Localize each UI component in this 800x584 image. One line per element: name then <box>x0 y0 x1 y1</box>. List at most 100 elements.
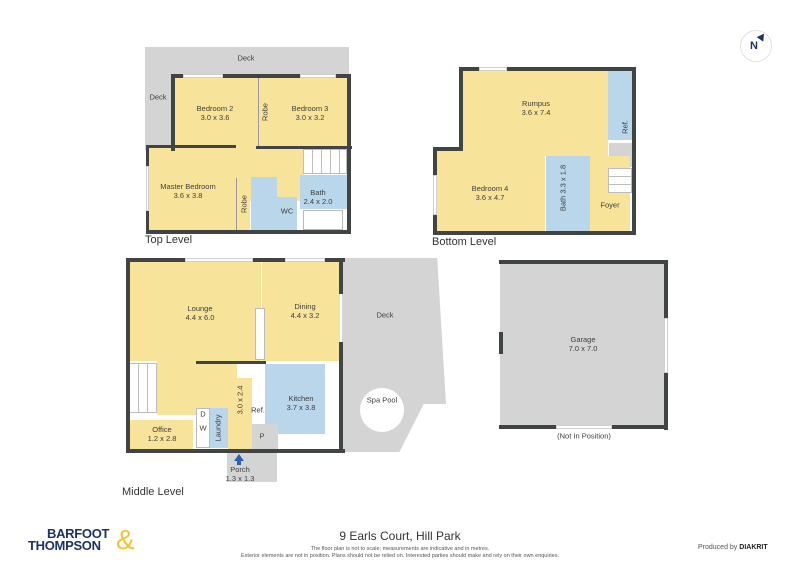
middle-stair-well <box>255 308 265 360</box>
compass: N <box>740 30 772 62</box>
north-label: N <box>750 40 758 52</box>
wall <box>433 231 636 235</box>
bottom-stairs <box>608 168 632 193</box>
top-deck-label: Deck <box>237 53 255 63</box>
top-bathtub <box>303 210 343 230</box>
disclaimer-2: Exterior elements are not in position. P… <box>241 553 559 559</box>
wall <box>433 147 461 151</box>
produced-by-brand: DIAKRIT <box>739 544 768 551</box>
garage-note: (Not In Position) <box>557 431 611 441</box>
produced-by: Produced by DIAKRIT <box>698 544 768 551</box>
bottom-bath-label: Bath 3.3 x 1.8 <box>558 164 568 212</box>
dryer-label: D <box>200 409 206 419</box>
logo-ampersand: & <box>116 524 135 555</box>
laundry-label: Laundry <box>213 414 223 442</box>
top-deck-left-label: Deck <box>149 92 167 102</box>
entry-arrow-stem <box>237 460 241 465</box>
wall <box>632 67 636 235</box>
spa-pool-label: Spa Pool <box>366 395 398 405</box>
wall <box>126 258 130 452</box>
bedroom-3 <box>272 76 348 149</box>
window <box>300 74 336 78</box>
bottom-level-title: Bottom Level <box>432 236 497 248</box>
entry-arrow-icon <box>234 454 244 461</box>
pantry <box>252 424 278 450</box>
wall <box>146 145 236 148</box>
wall <box>459 67 463 151</box>
wall <box>171 74 175 151</box>
bottom-kitchenette <box>608 70 632 140</box>
robe-top-1-label: Robe <box>260 103 270 121</box>
dining <box>262 261 340 361</box>
logo-line-2: THOMPSON <box>28 538 101 553</box>
wall <box>196 361 266 364</box>
top-bath <box>300 175 347 209</box>
robe-top-2-label: Robe <box>239 195 249 213</box>
foyer-label: Foyer <box>600 200 620 210</box>
wall <box>171 74 351 78</box>
spa-pool <box>360 388 404 432</box>
wall <box>499 332 503 354</box>
master-bedroom <box>148 146 236 231</box>
wall <box>499 260 668 264</box>
robe-top-2 <box>236 178 250 231</box>
wall <box>347 74 351 234</box>
middle-stairs <box>129 363 157 413</box>
wall <box>339 258 343 294</box>
bedroom-2 <box>173 76 258 149</box>
lounge <box>129 261 261 361</box>
window <box>146 166 149 211</box>
brand-logo: BARFOOT THOMPSON & <box>28 524 143 556</box>
window <box>183 74 223 78</box>
top-wc-label: WC <box>280 206 294 216</box>
top-level-title: Top Level <box>145 234 193 246</box>
top-stairs <box>303 149 347 174</box>
window <box>185 258 253 262</box>
window <box>479 67 507 71</box>
middle-deck-right <box>424 258 446 404</box>
laundry <box>210 408 228 448</box>
bottom-ref-label: Ref. <box>620 120 630 134</box>
window <box>664 318 668 373</box>
middle-foyer <box>228 426 252 450</box>
middle-hall-size: 3.0 x 2.4 <box>235 385 245 415</box>
wall <box>459 67 635 71</box>
robe-top-1 <box>258 76 272 149</box>
window <box>285 258 325 262</box>
kitchen <box>265 364 325 434</box>
wall <box>126 449 345 453</box>
top-ensuite-area <box>251 177 277 231</box>
logo-line-1: BARFOOT <box>47 526 110 541</box>
rumpus <box>461 70 608 156</box>
window <box>433 175 437 215</box>
wall <box>146 230 351 234</box>
wall <box>256 146 352 149</box>
kitchen-ref-label: Ref. <box>251 405 265 415</box>
bedroom-4 <box>436 150 545 232</box>
produced-by-prefix: Produced by <box>698 544 738 551</box>
bottom-bath <box>546 156 590 232</box>
garage <box>500 261 666 428</box>
top-wc <box>277 197 297 231</box>
wall <box>339 342 343 452</box>
office <box>129 420 193 450</box>
pantry-label: P <box>259 431 265 441</box>
disclaimer-1: The floor plan is not to scale; measurem… <box>310 546 490 552</box>
middle-deck-label: Deck <box>376 310 394 320</box>
property-address: 9 Earls Court, Hill Park <box>339 529 461 543</box>
north-arrow-icon <box>756 31 768 42</box>
middle-level-title: Middle Level <box>122 486 184 498</box>
garage-door <box>556 425 612 429</box>
